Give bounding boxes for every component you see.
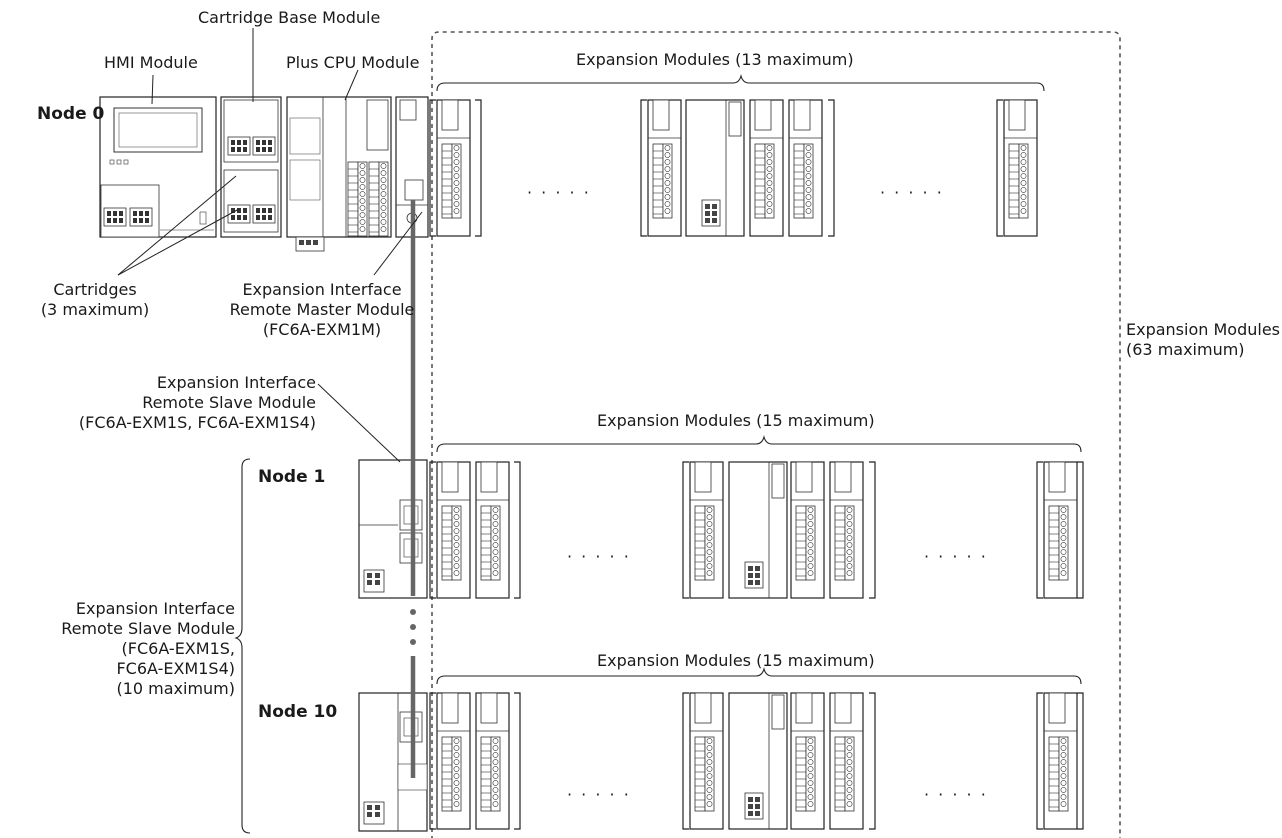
label-hmi-module: HMI Module (104, 53, 198, 72)
node10-slave-module (358, 692, 428, 832)
label-node-10: Node 10 (258, 702, 338, 722)
brace-slave-group (234, 458, 251, 834)
node1-slave-module (358, 459, 428, 599)
label-expansion-modules-63: Expansion Modules (63 maximum) (1126, 320, 1280, 359)
label-expansion-modules-15-node1: Expansion Modules (15 maximum) (597, 411, 875, 430)
plus-cpu-module (286, 96, 392, 252)
ellipsis-node0-left: · · · · · (527, 183, 591, 202)
label-remote-slave-module-node1: Expansion Interface Remote Slave Module … (78, 373, 316, 432)
label-expansion-modules-15-node10: Expansion Modules (15 maximum) (597, 651, 875, 670)
label-plus-cpu-module: Plus CPU Module (286, 53, 420, 72)
label-remote-slave-module-group: Expansion Interface Remote Slave Module … (61, 599, 235, 698)
label-node-1: Node 1 (258, 467, 326, 487)
node1-expansion-modules (429, 461, 1084, 599)
ellipsis-node0-right: · · · · · (880, 183, 944, 202)
remote-cable (410, 200, 416, 778)
label-cartridge-base-module: Cartridge Base Module (198, 8, 381, 27)
node0-expansion-modules (429, 99, 1037, 237)
ellipsis-node1-left: · · · · · (567, 547, 631, 566)
brace-node10 (436, 667, 1082, 685)
label-remote-master-module: Expansion Interface Remote Master Module… (229, 280, 415, 339)
ellipsis-node10-left: · · · · · (567, 785, 631, 804)
label-node-0: Node 0 (37, 104, 105, 124)
cartridge-base-module (220, 96, 282, 238)
brace-node0 (436, 74, 1045, 92)
ellipsis-node1-right: · · · · · (924, 547, 988, 566)
hmi-module (99, 96, 217, 238)
brace-node1 (436, 435, 1082, 453)
node10-expansion-modules (429, 692, 1084, 830)
label-expansion-modules-13: Expansion Modules (13 maximum) (576, 50, 854, 69)
label-cartridges: Cartridges (3 maximum) (40, 280, 150, 319)
ellipsis-node10-right: · · · · · (924, 785, 988, 804)
